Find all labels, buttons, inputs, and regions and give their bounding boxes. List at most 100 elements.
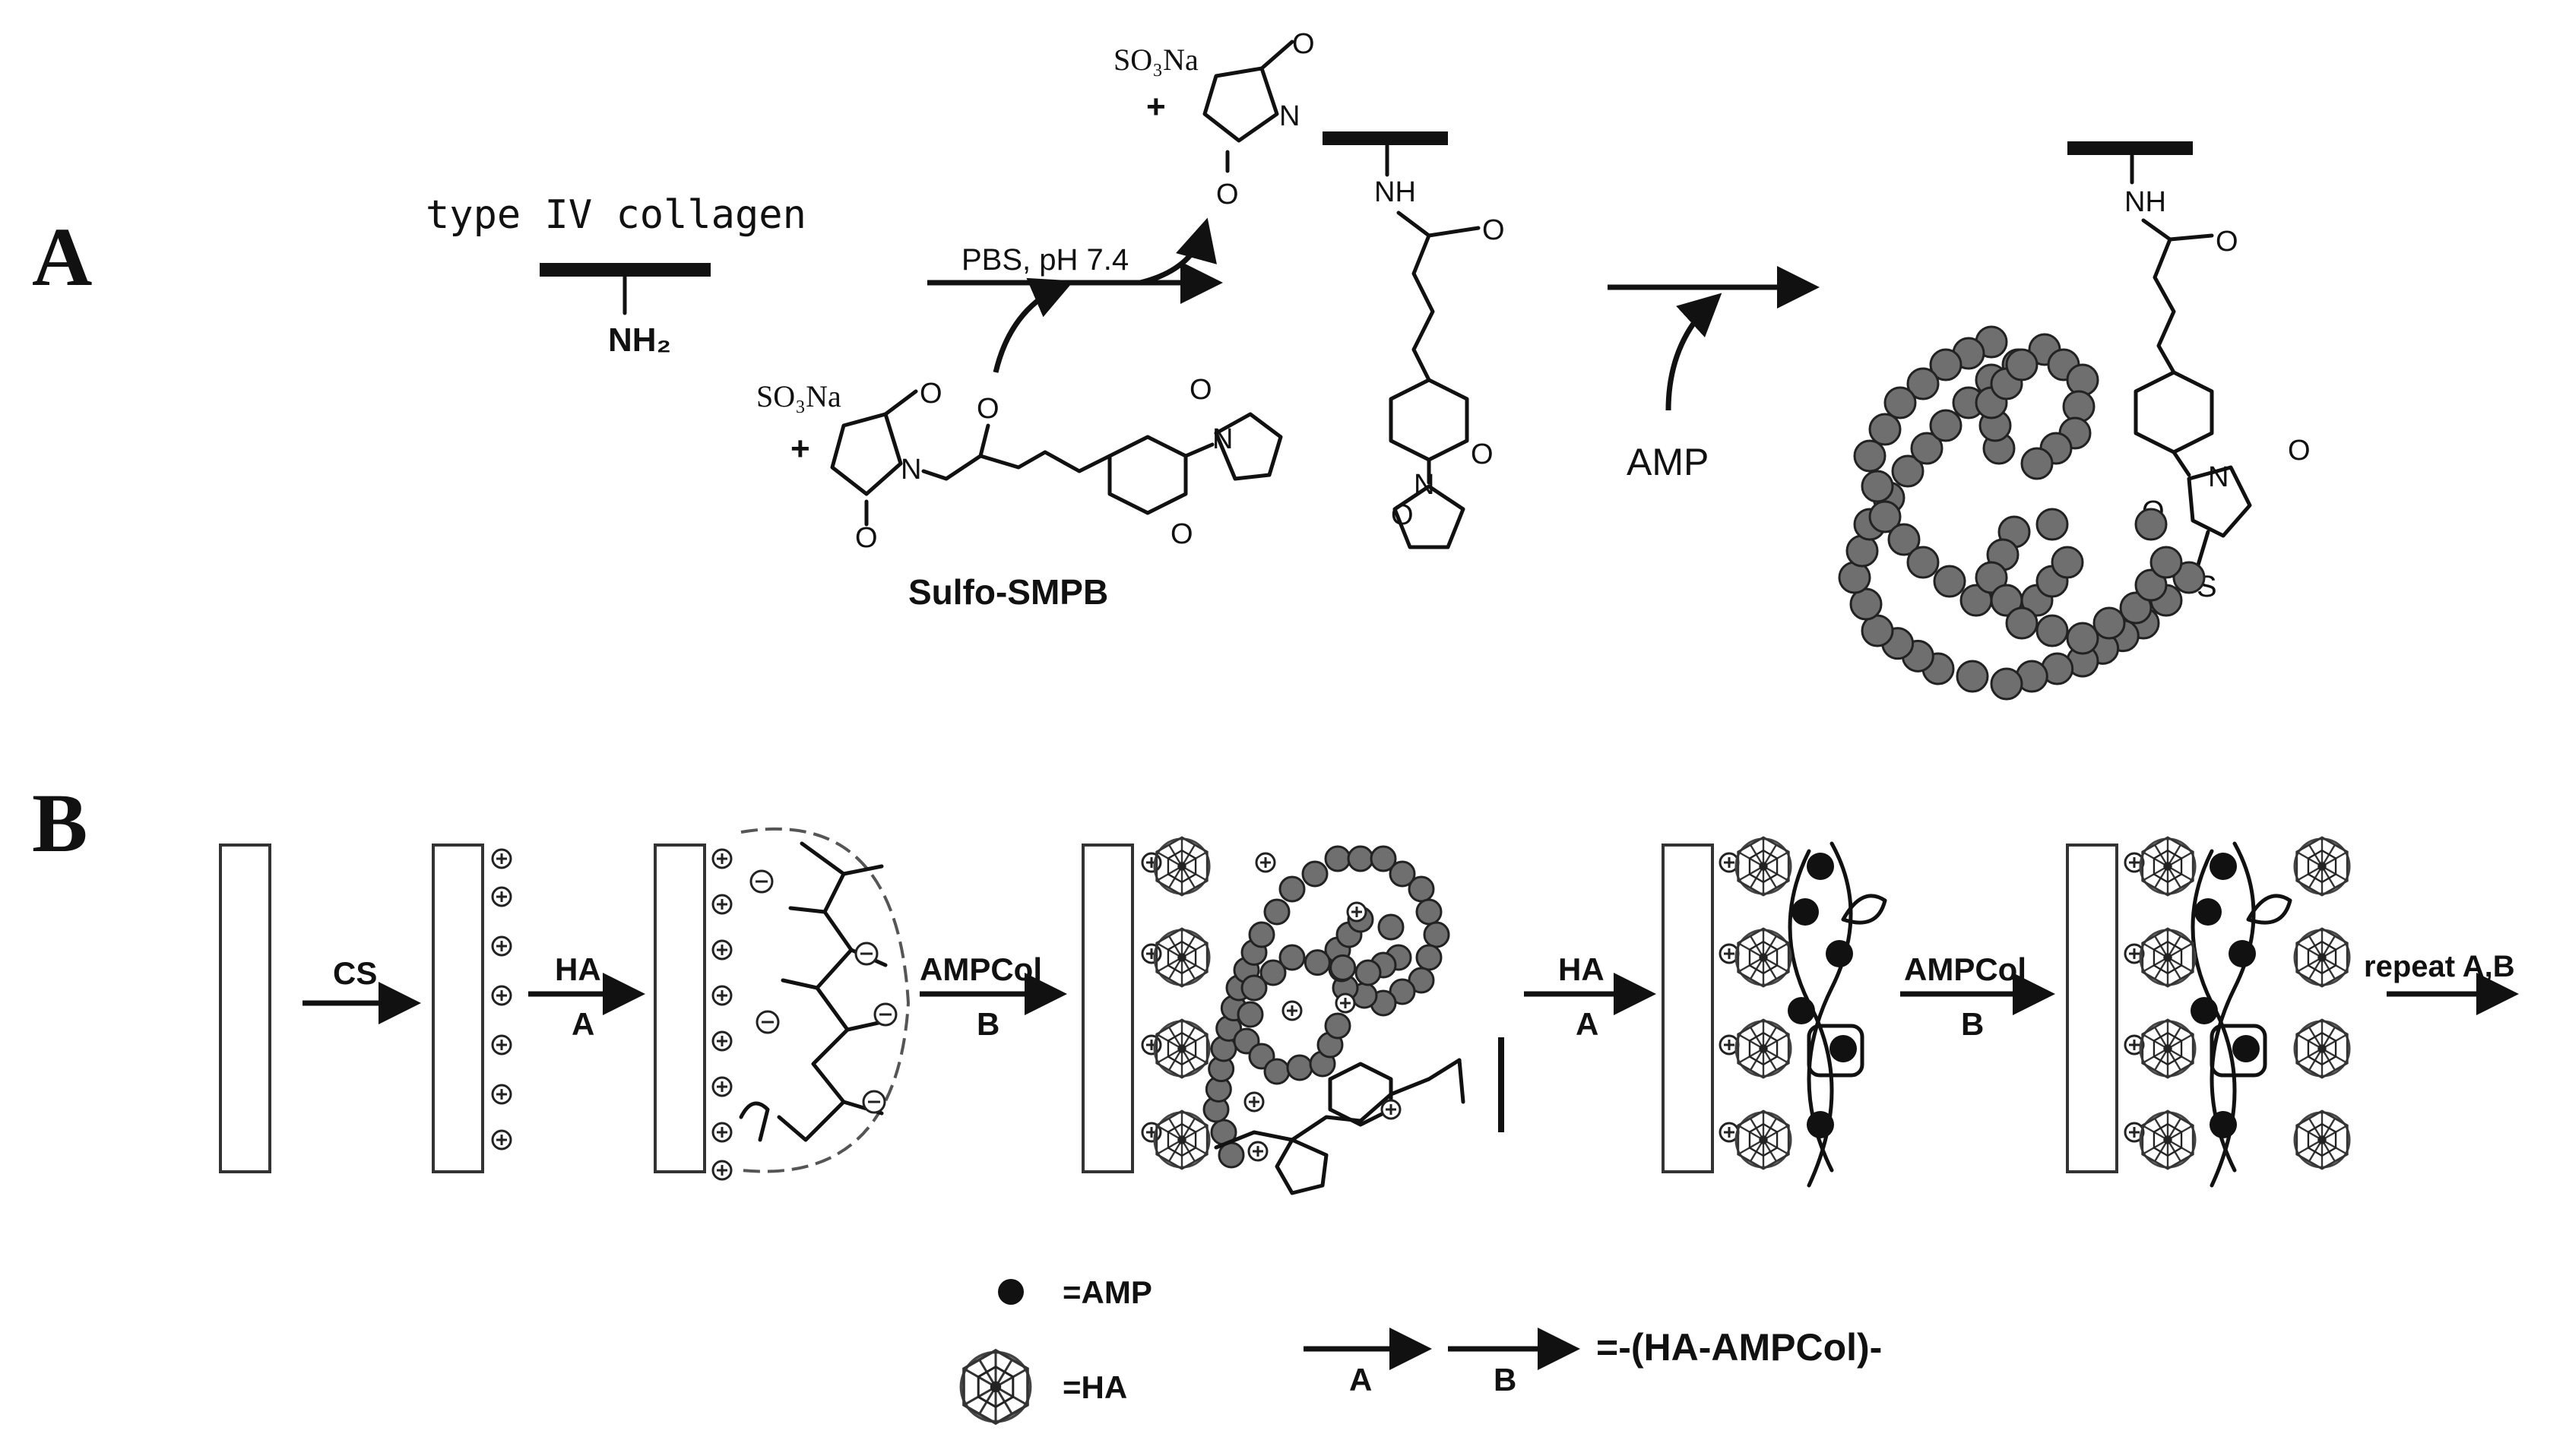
plus-charge xyxy=(491,848,512,869)
ha-crystal xyxy=(1734,1109,1792,1170)
plus-charge xyxy=(711,894,733,915)
ampcol-bead xyxy=(1278,944,1306,971)
amp-in-arrow xyxy=(1665,293,1722,411)
ha-crystal xyxy=(2139,927,2197,988)
byproduct-sulfo-nhs: + SO₃Na O N O xyxy=(1114,28,1315,210)
svg-text:O: O xyxy=(2288,435,2311,467)
peptide-bead xyxy=(2005,348,2039,381)
plus-charge xyxy=(1141,1034,1162,1056)
ampcol-bead xyxy=(1389,860,1416,888)
svg-text:O: O xyxy=(1482,214,1505,246)
panel-a-label: A xyxy=(32,210,92,303)
amp-dot xyxy=(1807,1111,1834,1138)
amp-dot xyxy=(1807,853,1834,880)
plus-charge xyxy=(491,935,512,957)
peptide-bead xyxy=(2062,390,2096,423)
ha-crystal xyxy=(2139,1109,2197,1170)
ampcol-bead xyxy=(1304,949,1331,976)
panel-a: A type IV collagen NH₂ PBS, pH 7.4 + SO₃… xyxy=(32,28,2311,701)
svg-text:NH: NH xyxy=(2124,186,2166,218)
svg-text:repeat A,B: repeat A,B xyxy=(2364,950,2515,983)
ampcol-bead xyxy=(1415,898,1443,926)
svg-text:N: N xyxy=(901,454,921,486)
peptide-bead xyxy=(1990,584,2023,617)
amp-peptide-chain xyxy=(1838,325,2206,701)
plus-charge xyxy=(1346,901,1367,923)
peptide-bead xyxy=(1990,667,2023,701)
ha-crystal xyxy=(1153,836,1211,897)
svg-text:NH: NH xyxy=(1374,176,1416,208)
panel-b-label: B xyxy=(32,777,87,869)
plus-charge xyxy=(1380,1099,1402,1120)
peptide-bead xyxy=(2051,546,2084,579)
amp-label: AMP xyxy=(1627,441,1709,483)
peptide-bead xyxy=(1861,470,1894,503)
plus-charge xyxy=(1255,852,1276,873)
peptide-bead xyxy=(2149,546,2183,579)
plus-charge xyxy=(1247,1141,1269,1162)
surface-charges xyxy=(491,848,2145,1181)
amp-dot xyxy=(1788,997,1815,1024)
reagent-sulfo-smpb: SO₃Na + O N O O N O O Sulfo-SMPB xyxy=(756,374,1283,612)
amp-dot xyxy=(2194,898,2222,926)
byproduct-plus: + xyxy=(1146,88,1166,125)
peptide-bead xyxy=(1853,439,1886,473)
ampcol-bead xyxy=(1259,959,1287,986)
peptide-bead xyxy=(1956,660,1989,693)
reagent-name: Sulfo-SMPB xyxy=(908,572,1108,612)
amp-dot xyxy=(2210,1111,2237,1138)
step-arrow-cs: CS xyxy=(303,955,421,1024)
amp-dot xyxy=(1829,1035,1857,1062)
peptide-bead xyxy=(2119,591,2153,625)
peptide-bead xyxy=(1891,454,1924,488)
ampcol-bead xyxy=(1237,1001,1264,1028)
minus-charge xyxy=(756,1010,780,1034)
ha-crystal xyxy=(2293,836,2351,897)
ampcol-bead xyxy=(1354,959,1382,986)
activated-collagen: NH O N O O xyxy=(1323,131,1505,549)
svg-text:CS: CS xyxy=(333,955,377,991)
ampcol-bead xyxy=(1408,875,1435,903)
minus-charge xyxy=(862,1090,886,1114)
legend-arrow-a: A xyxy=(1349,1362,1372,1397)
peptide-bead xyxy=(2172,561,2206,594)
ampcol-bead xyxy=(1301,860,1329,888)
ampcol-conjugate-b xyxy=(1202,845,1504,1195)
condition-label: PBS, pH 7.4 xyxy=(961,243,1129,277)
ampcol-bead xyxy=(1347,845,1374,872)
plus-charge xyxy=(1281,1000,1303,1021)
legend-arrow-b: B xyxy=(1494,1362,1516,1397)
plus-charge xyxy=(711,1030,733,1052)
legend-equation: =-(HA-AMPCol)- xyxy=(1596,1326,1882,1369)
peptide-bead xyxy=(1868,500,1902,533)
peptide-bead xyxy=(2035,508,2069,541)
svg-text:A: A xyxy=(1576,1006,1598,1042)
legend-ha-label: =HA xyxy=(1063,1369,1127,1405)
ampcol-bead xyxy=(1278,875,1306,903)
step-arrow-repeat: repeat A,B xyxy=(2364,950,2519,1015)
svg-text:A: A xyxy=(572,1006,594,1042)
legend-ha-icon xyxy=(959,1349,1032,1425)
ha-crystal xyxy=(2139,1018,2197,1079)
reagent-so3na: SO₃Na xyxy=(756,379,841,413)
ampcol-bead xyxy=(1240,974,1268,1002)
peptide-bead xyxy=(1887,523,1921,556)
legend-amp-dot xyxy=(998,1279,1024,1305)
peptide-bead xyxy=(2005,606,2039,640)
amp-dot xyxy=(2191,997,2218,1024)
svg-text:HA: HA xyxy=(555,951,601,987)
ampcol-bead xyxy=(1370,845,1397,872)
svg-text:O: O xyxy=(2216,226,2238,258)
amp-dot xyxy=(2232,1035,2260,1062)
ha-crystal xyxy=(2293,927,2351,988)
ampcol-bead xyxy=(1377,913,1405,941)
legend: =AMP =HA A B =-(HA-AMPCol)- xyxy=(959,1274,1882,1425)
svg-text:N: N xyxy=(1212,423,1233,455)
substrate-ha-2 xyxy=(1662,844,1714,1173)
peptide-bead xyxy=(1883,386,1917,419)
svg-text:O: O xyxy=(1391,499,1414,531)
plus-charge xyxy=(491,1034,512,1056)
plus-charge xyxy=(711,1076,733,1097)
ha-amp-layer-1 xyxy=(1788,841,1887,1188)
svg-text:O: O xyxy=(1171,518,1193,550)
